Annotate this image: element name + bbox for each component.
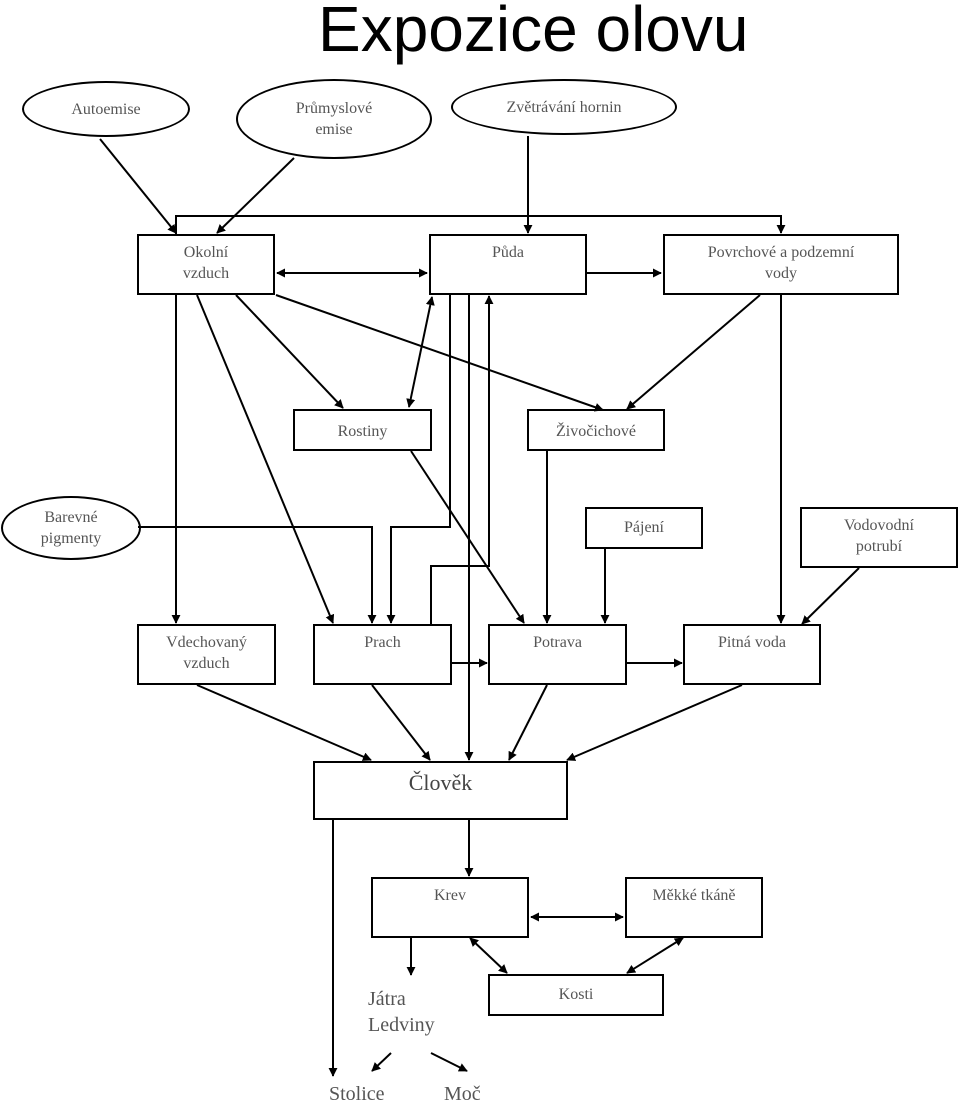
edge-prumysl-okolni xyxy=(216,157,295,234)
edge-mekke-kosti xyxy=(626,937,684,974)
edge-jatra-moc xyxy=(430,1052,468,1072)
edge-okolni-zivocichove xyxy=(275,294,604,412)
edge-pigmenty-prach xyxy=(138,526,377,624)
node-pajeni: Pájení xyxy=(585,507,703,549)
edge-rostiny-potrava xyxy=(410,450,525,624)
edge-prach-clovek xyxy=(371,684,431,761)
node-barevne-pigmenty: Barevné pigmenty xyxy=(1,496,141,560)
edge-puda-prach xyxy=(386,295,451,624)
node-prumyslove-emise: Průmyslové emise xyxy=(236,79,432,159)
node-stolice: Stolice xyxy=(329,1083,385,1105)
edge-potrava-clovek xyxy=(508,684,548,761)
node-povrchove-vody: Povrchové a podzemní vody xyxy=(663,234,899,295)
node-moc: Moč xyxy=(444,1083,481,1105)
diagram-title: Expozice olovu xyxy=(318,0,749,65)
edge-jatra-stolice xyxy=(371,1052,392,1072)
node-vodovodni-potrubi: Vodovodní potrubí xyxy=(800,507,958,568)
node-vdechovany-vzduch: Vdechovaný vzduch xyxy=(137,624,276,685)
node-prach: Prach xyxy=(313,624,452,685)
node-puda: Půda xyxy=(429,234,587,295)
edge-autoemise-okolni xyxy=(99,138,177,234)
edge-povrchove-zivocichove xyxy=(626,294,761,410)
edge-vodovod-pitna xyxy=(801,567,860,625)
node-zvetravani-hornin: Zvětrávání hornin xyxy=(451,79,677,135)
edge-vdechovany-clovek xyxy=(196,684,372,761)
node-kosti: Kosti xyxy=(488,974,664,1016)
node-rostiny: Rostiny xyxy=(293,409,432,451)
node-zivocichove: Živočichové xyxy=(527,409,665,451)
node-okolni-vzduch: Okolní vzduch xyxy=(137,234,275,295)
node-potrava: Potrava xyxy=(488,624,627,685)
edge-krev-kosti xyxy=(469,937,508,974)
node-jatra-ledviny: Játra Ledviny xyxy=(368,988,435,1036)
node-clovek: Člověk xyxy=(313,761,568,820)
node-autoemise: Autoemise xyxy=(22,81,190,137)
node-mekke-tkane: Měkké tkáně xyxy=(625,877,763,938)
edge-prach-puda xyxy=(430,295,494,624)
edge-okolni-povrchove xyxy=(175,215,786,234)
node-krev: Krev xyxy=(371,877,529,938)
edge-pitna-clovek xyxy=(566,684,743,761)
edge-okolni-rostiny xyxy=(235,294,344,409)
node-pitna-voda: Pitná voda xyxy=(683,624,821,685)
edge-puda-rostiny xyxy=(406,296,435,408)
edge-okolni-prach xyxy=(196,294,335,624)
